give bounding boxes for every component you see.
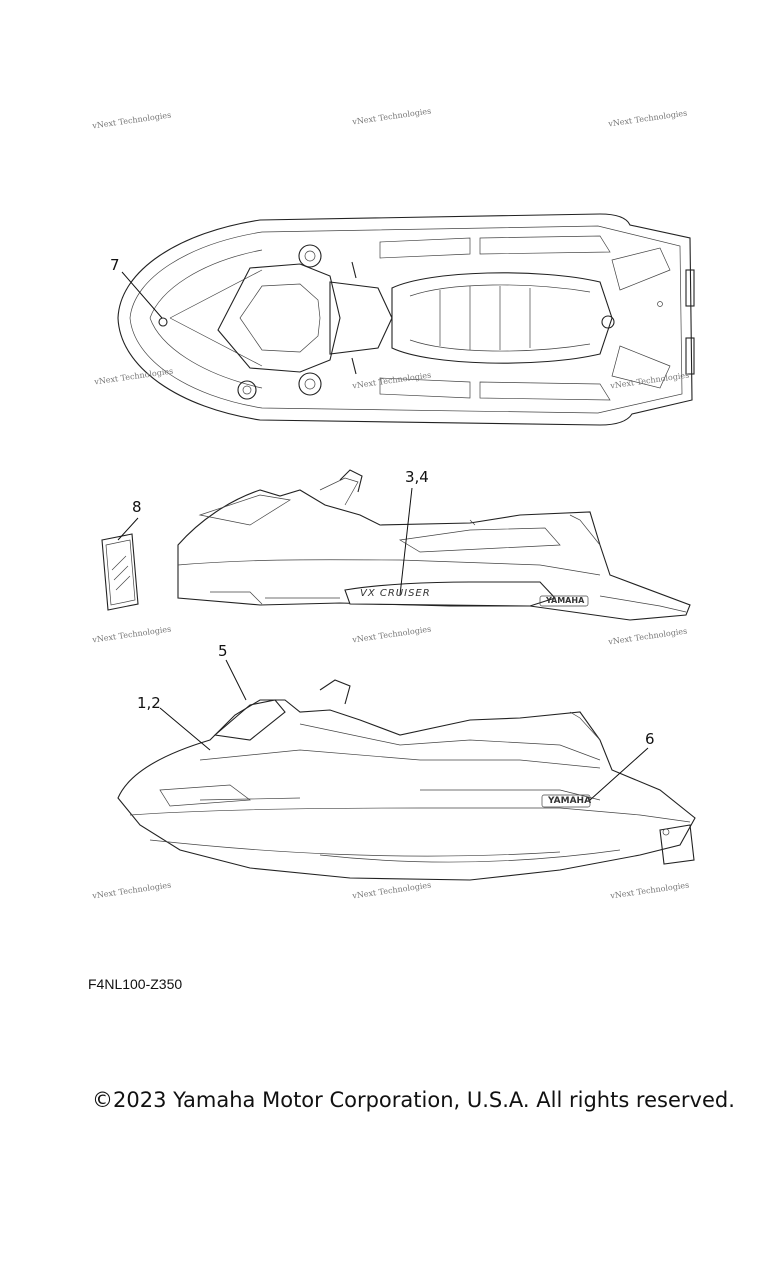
callout-3-4: 3,4 <box>405 468 429 486</box>
decal-card-8 <box>101 533 139 611</box>
top-view-watercraft <box>117 213 695 426</box>
diagram-part-code: F4NL100-Z350 <box>88 976 183 992</box>
callout-6: 6 <box>645 730 655 748</box>
callout-5: 5 <box>218 642 228 660</box>
decal-model-text: VX CRUISER <box>360 588 431 599</box>
callout-7: 7 <box>110 256 120 274</box>
decal-brand-text: YAMAHA <box>546 596 585 605</box>
copyright-notice: ©2023 Yamaha Motor Corporation, U.S.A. A… <box>92 1088 735 1112</box>
side-view-right <box>177 469 691 621</box>
callout-8: 8 <box>132 498 142 516</box>
side-view-left <box>117 679 696 881</box>
callout-1-2: 1,2 <box>137 694 161 712</box>
decal-brand-text-left: YAMAHA <box>548 796 592 806</box>
decal-parts-diagram <box>101 213 696 881</box>
